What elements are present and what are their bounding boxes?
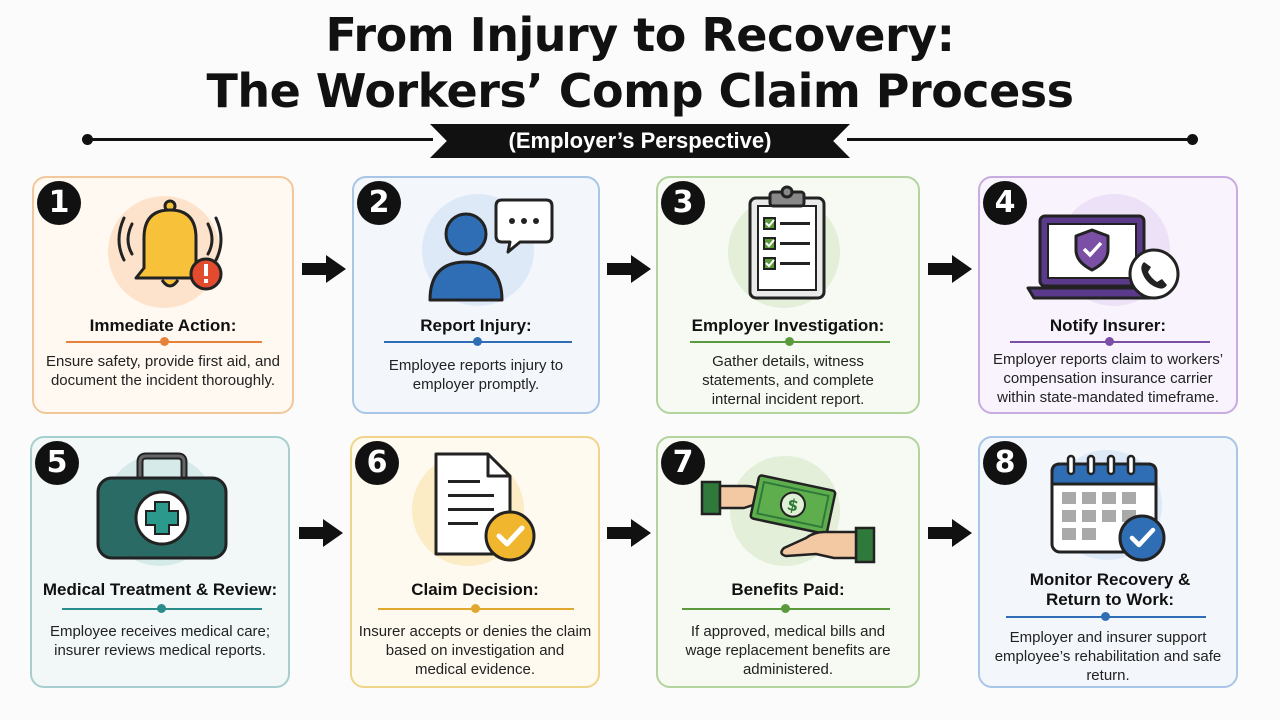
step-description: Gather details, witness statements, and … bbox=[702, 353, 874, 408]
step-title: Notify Insurer: bbox=[1049, 316, 1167, 335]
step-divider-dot bbox=[471, 604, 480, 613]
step-number-badge: 6 bbox=[355, 441, 399, 485]
medical-kit-icon bbox=[96, 452, 228, 560]
step-number-badge: 2 bbox=[357, 181, 401, 225]
step-description: If approved, medical bills and wage repl… bbox=[685, 623, 891, 678]
arrow-right-icon bbox=[302, 255, 346, 283]
money-handoff-icon: $ bbox=[700, 474, 876, 564]
rule-right bbox=[847, 138, 1192, 141]
svg-text:$: $ bbox=[785, 495, 800, 516]
subtitle-ribbon: (Employer’s Perspective) bbox=[430, 124, 850, 158]
clipboard-checklist-icon bbox=[748, 185, 826, 300]
step-title: Report Injury: bbox=[420, 316, 532, 335]
step-title: Employer Investigation: bbox=[691, 316, 885, 335]
arrow-right-icon bbox=[928, 519, 972, 547]
title-line-1: From Injury to Recovery: bbox=[325, 8, 955, 62]
person-speech-icon bbox=[428, 198, 554, 302]
step-title: Monitor Recovery & Return to Work: bbox=[1029, 570, 1191, 610]
step-description: Ensure safety, provide first aid, and do… bbox=[45, 353, 280, 389]
rule-left bbox=[88, 138, 433, 141]
step-description: Employer reports claim to workers’ compe… bbox=[992, 351, 1224, 406]
step-description: Employee reports injury to employer prom… bbox=[388, 357, 564, 393]
calendar-check-icon bbox=[1050, 454, 1166, 562]
step-title: Claim Decision: bbox=[411, 580, 539, 599]
arrow-right-icon bbox=[299, 519, 343, 547]
step-divider-dot bbox=[781, 604, 790, 613]
step-card-5: 5 Medical Treatment & Review: Employee r… bbox=[30, 436, 290, 688]
step-description: Insurer accepts or denies the claim base… bbox=[358, 623, 592, 678]
step-description: Employer and insurer support employee’s … bbox=[994, 629, 1222, 684]
step-divider-dot bbox=[785, 337, 794, 346]
step-number-badge: 8 bbox=[983, 441, 1027, 485]
title-line-2: The Workers’ Comp Claim Process bbox=[206, 64, 1074, 118]
step-number-badge: 1 bbox=[37, 181, 81, 225]
step-card-4: 4 Notify Insurer: Employer reports claim… bbox=[978, 176, 1238, 414]
rule-left-end-dot bbox=[82, 134, 93, 145]
step-divider-dot bbox=[1105, 337, 1114, 346]
arrow-right-icon bbox=[928, 255, 972, 283]
step-card-1: 1 Immediate Action: Ensure safety, provi… bbox=[32, 176, 294, 414]
step-title: Medical Treatment & Review: bbox=[42, 580, 278, 599]
step-title: Immediate Action: bbox=[89, 316, 237, 335]
step-divider-dot bbox=[160, 337, 169, 346]
laptop-shield-phone-icon bbox=[1026, 214, 1180, 300]
step-card-7: 7 $ Benefits Paid: If approved, medical … bbox=[656, 436, 920, 688]
rule-right-end-dot bbox=[1187, 134, 1198, 145]
step-divider-dot bbox=[473, 337, 482, 346]
document-check-icon bbox=[434, 452, 536, 562]
step-card-2: 2 Report Injury: Employee reports injury… bbox=[352, 176, 600, 414]
step-card-3: 3 Employer Investigation: Gather details… bbox=[656, 176, 920, 414]
step-number-badge: 3 bbox=[661, 181, 705, 225]
step-title: Benefits Paid: bbox=[731, 580, 845, 599]
step-number-badge: 5 bbox=[35, 441, 79, 485]
step-divider-dot bbox=[157, 604, 166, 613]
step-number-badge: 7 bbox=[661, 441, 705, 485]
step-card-8: 8 Monitor Recovery & Return to Work: Emp… bbox=[978, 436, 1238, 688]
step-divider-dot bbox=[1101, 612, 1110, 621]
alarm-bell-icon bbox=[117, 199, 223, 291]
step-number-badge: 4 bbox=[983, 181, 1027, 225]
step-description: Employee receives medical care; insurer … bbox=[49, 623, 271, 659]
step-card-6: 6 Claim Decision: Insurer accepts or den… bbox=[350, 436, 600, 688]
arrow-right-icon bbox=[607, 519, 651, 547]
arrow-right-icon bbox=[607, 255, 651, 283]
